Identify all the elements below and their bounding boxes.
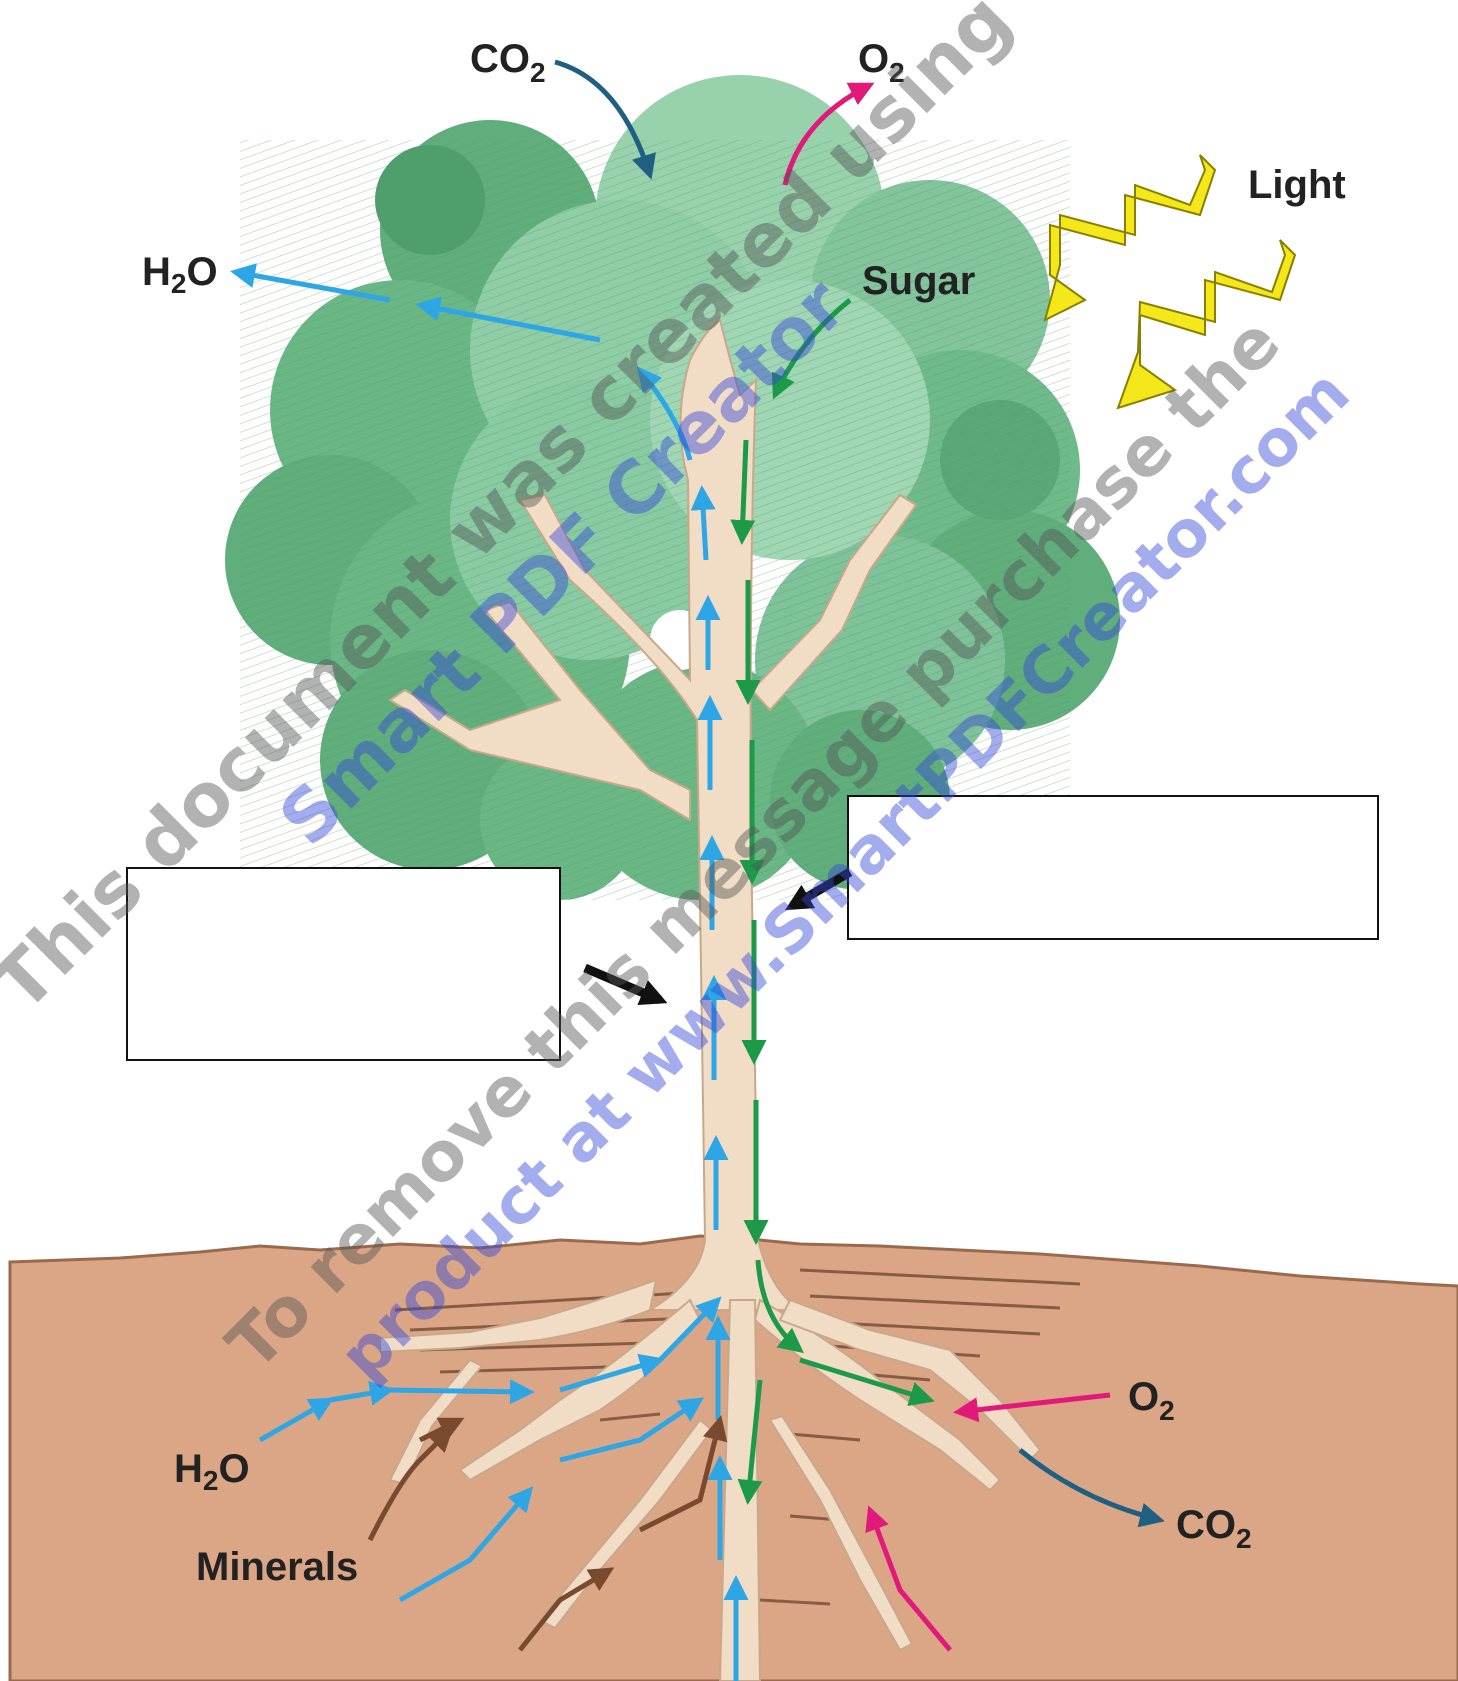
label-h2o-left: H2O <box>142 250 218 299</box>
blank-box-left[interactable] <box>127 868 560 1060</box>
label-co2-top: CO2 <box>470 37 546 88</box>
svg-text:H2O: H2O <box>142 250 218 299</box>
label-minerals: Minerals <box>196 1545 358 1589</box>
label-light: Light <box>1248 163 1346 207</box>
label-sugar: Sugar <box>862 259 975 303</box>
svg-text:CO2: CO2 <box>470 37 546 88</box>
